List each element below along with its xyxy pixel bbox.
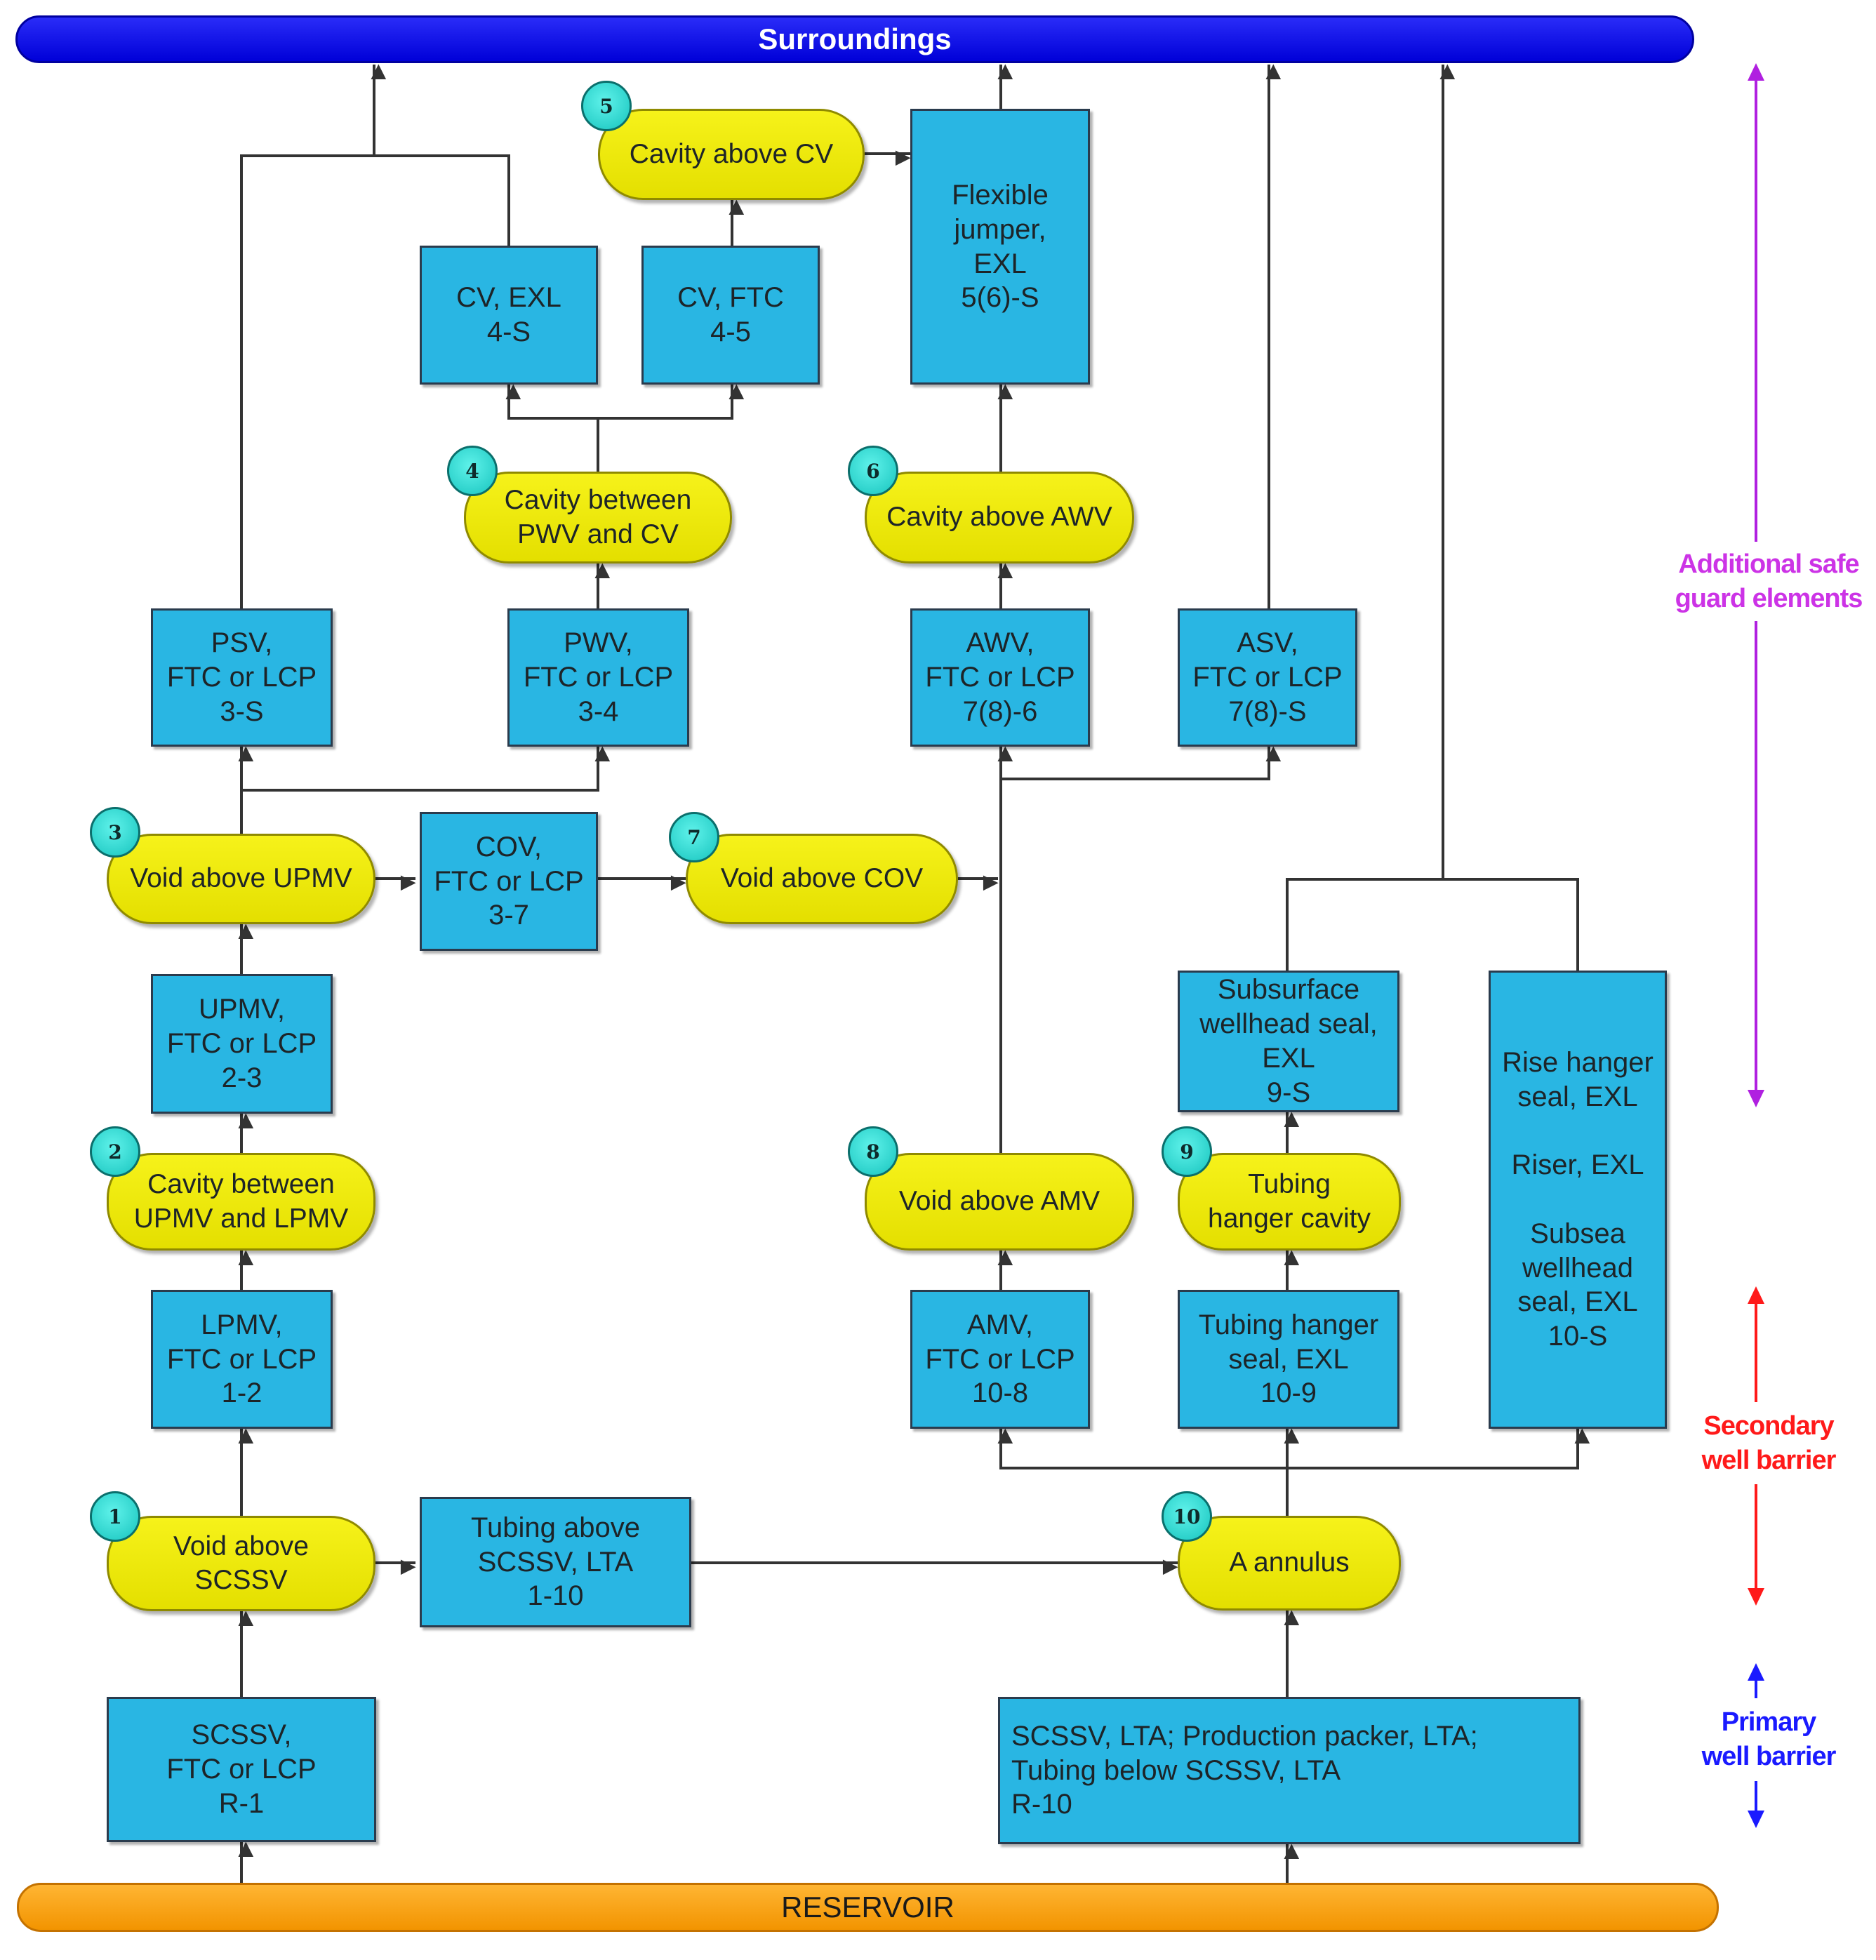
box-riser-seals: Rise hanger seal, EXL Riser, EXL Subsea … [1489,971,1667,1429]
cavity-10: A annulus [1178,1516,1401,1611]
label-secondary-barrier: Secondary well barrier [1701,1411,1837,1476]
box-cov: COV, FTC or LCP 3-7 [420,812,598,951]
box-cv-ftc: CV, FTC 4-5 [641,246,820,385]
box-upmv: UPMV, FTC or LCP 2-3 [151,974,333,1114]
badge-3: 3 [90,807,140,858]
box-pwv: PWV, FTC or LCP 3-4 [507,608,689,747]
cavity-6: Cavity above AWV [865,472,1134,564]
cavity-5: Cavity above CV [598,109,865,200]
badge-4: 4 [447,446,498,496]
box-scssv: SCSSV, FTC or LCP R-1 [107,1697,376,1842]
box-psv: PSV, FTC or LCP 3-S [151,608,333,747]
cavity-9: Tubing hanger cavity [1178,1153,1401,1251]
primary-arrow-down [1748,1811,1764,1828]
box-asv: ASV, FTC or LCP 7(8)-S [1178,608,1357,747]
box-awv: AWV, FTC or LCP 7(8)-6 [910,608,1090,747]
badge-10: 10 [1162,1491,1212,1542]
label-primary-barrier: Primary well barrier [1701,1707,1837,1772]
badge-1: 1 [90,1491,140,1542]
badge-2: 2 [90,1126,140,1177]
box-tubing-hanger-seal: Tubing hanger seal, EXL 10-9 [1178,1290,1399,1429]
box-subsurface-wellhead-seal: Subsurface wellhead seal, EXL 9-S [1178,971,1399,1112]
cavity-2: Cavity between UPMV and LPMV [107,1153,375,1251]
box-tubing-above-scssv: Tubing above SCSSV, LTA 1-10 [420,1497,691,1627]
box-lpmv: LPMV, FTC or LCP 1-2 [151,1290,333,1429]
box-flexible-jumper: Flexible jumper, EXL 5(6)-S [910,109,1090,385]
cavity-7: Void above COV [686,834,958,924]
badge-8: 8 [848,1126,898,1177]
badge-6: 6 [848,446,898,496]
cavity-8: Void above AMV [865,1153,1134,1251]
surroundings-bar: Surroundings [15,15,1694,63]
badge-7: 7 [669,812,719,862]
reservoir-bar: RESERVOIR [17,1883,1719,1932]
box-amv: AMV, FTC or LCP 10-8 [910,1290,1090,1429]
cavity-4: Cavity between PWV and CV [464,472,732,564]
primary-arrow-up [1748,1663,1764,1681]
safeguard-arrow-down [1748,1090,1764,1107]
secondary-arrow-up [1748,1286,1764,1304]
secondary-arrow-down [1748,1588,1764,1606]
box-cv-exl: CV, EXL 4-S [420,246,598,385]
badge-9: 9 [1162,1126,1212,1177]
badge-5: 5 [581,81,632,131]
cavity-3: Void above UPMV [107,834,375,924]
box-packer: SCSSV, LTA; Production packer, LTA; Tubi… [998,1697,1581,1844]
label-safeguard-elements: Additional safe guard elements [1675,549,1863,614]
cavity-1: Void above SCSSV [107,1516,375,1611]
safeguard-arrow-up [1748,63,1764,81]
